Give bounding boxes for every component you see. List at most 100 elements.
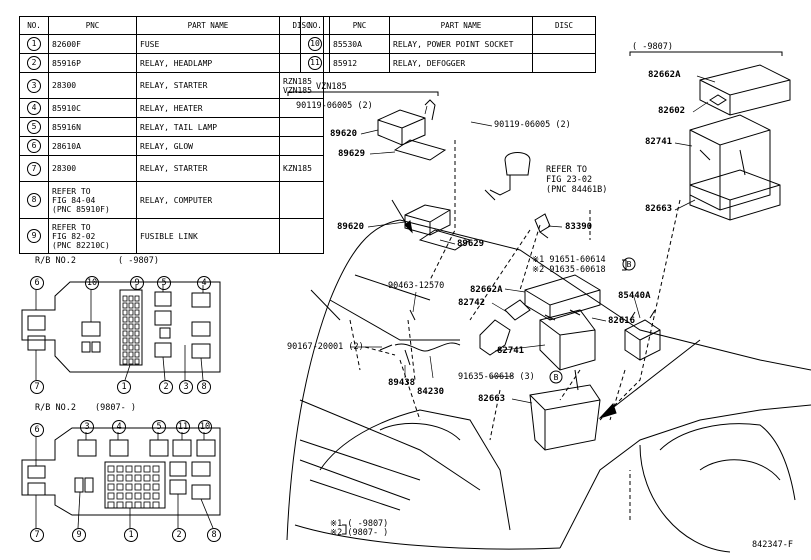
part-label: 89620 [330, 129, 358, 139]
cell-pnc-text: 85530A [333, 39, 362, 49]
fuse-slot [125, 492, 133, 500]
item-number: 6 [27, 139, 41, 153]
fuse-slot [134, 344, 140, 351]
rb2-callout: 6 [30, 423, 44, 437]
cell-pnc: 28300 [48, 155, 137, 182]
rb1-callout: 2 [159, 380, 173, 394]
callout-b: B [627, 260, 632, 269]
refer-fig-note: REFER TO FIG 23-02 (PNC 84461B) [546, 165, 608, 195]
rb2-callout: 4 [112, 420, 126, 434]
fuse-slot [122, 316, 128, 323]
table-row: 11 85912 RELAY, DEFOGGER [300, 53, 596, 73]
part-label: 90167-20001 (2) [287, 342, 364, 352]
fuse-slot [143, 465, 151, 473]
item-number: 11 [308, 56, 322, 70]
vzn185-bracket [287, 91, 439, 96]
fuse-slot [122, 344, 128, 351]
cell-part-name-text: RELAY, TAIL LAMP [140, 122, 218, 132]
part-label: 82663 [478, 394, 506, 404]
item-number: 5 [27, 120, 41, 134]
part-label: 82662A [648, 70, 681, 80]
wire-harness [379, 309, 461, 366]
cell-part-name-text: RELAY, STARTER [140, 81, 208, 90]
fuse-slot [116, 501, 124, 509]
rb2-callout: 2 [172, 528, 186, 542]
part-label: 89438 [388, 378, 416, 388]
bracket-82663-lower [529, 384, 601, 451]
callout-b: B [554, 373, 559, 382]
fuse-slot [116, 465, 124, 473]
rb1-callout: 1 [117, 380, 131, 394]
fuse-slot [107, 474, 115, 482]
fuse-slot [122, 295, 128, 302]
fuse-slot [152, 465, 160, 473]
cell-pnc-text: 85916P [52, 58, 81, 68]
part-label: 84230 [417, 387, 445, 397]
fuse-slot [128, 295, 134, 302]
rb2-title: R/B NO.2 [35, 403, 76, 413]
cell-part-name: RELAY, DEFOGGER [389, 53, 533, 73]
rb2-callout: 1 [124, 528, 138, 542]
fuse-slot [122, 309, 128, 316]
cell-disc [532, 53, 596, 73]
fuse-slot [134, 309, 140, 316]
rb1-callout: 6 [30, 276, 44, 290]
fuse-slot [122, 358, 128, 365]
rb1-callout: 8 [197, 380, 211, 394]
cell-no: 11 [300, 53, 330, 73]
cell-no: 8 [19, 181, 49, 219]
fuse-slot [134, 492, 142, 500]
rb1-callout: 10 [85, 276, 99, 290]
relay-box-2 [21, 427, 221, 516]
cell-pnc-text: 85910C [52, 103, 81, 113]
fuse-slot [143, 492, 151, 500]
fuse-slot [128, 316, 134, 323]
relay-block-top [689, 64, 791, 221]
cell-disc: RZN185 VZN185 [279, 72, 324, 99]
fuse-slot [125, 465, 133, 473]
fuse-slot [134, 483, 142, 491]
part-label: 82741 [645, 137, 673, 147]
cell-no: 3 [19, 72, 49, 99]
cell-part-name-text: RELAY, POWER POINT SOCKET [393, 39, 514, 49]
item-number: 1 [27, 37, 41, 51]
legend-star-1: ※1 ( -9807) [330, 519, 389, 529]
arrow-head [598, 403, 617, 420]
rb1-callout: 7 [30, 380, 44, 394]
cell-pnc-text: 28610A [52, 141, 81, 151]
rb1-callout: 5 [157, 276, 171, 290]
ref-star-1: ※1 91651-60614 [532, 255, 606, 265]
label-period-top: ( -9807) [632, 42, 673, 52]
fuse-slot [152, 474, 160, 482]
ref-bracket [622, 259, 627, 271]
fuse-slot [143, 501, 151, 509]
fuse-slot [134, 302, 140, 309]
fuse-slot [134, 330, 140, 337]
table-header-row: NO. PNC PART NAME DISC [300, 16, 596, 35]
fuse-slot [128, 358, 134, 365]
fuse-slot [122, 337, 128, 344]
fuse-slot [125, 474, 133, 482]
rb2-callout: 5 [152, 420, 166, 434]
part-label: 90463-12570 [388, 281, 445, 291]
item-number: 2 [27, 56, 41, 70]
cell-disc-text: RZN185 VZN185 [283, 76, 312, 95]
cell-part-name: FUSIBLE LINK [136, 218, 280, 254]
part-label: 82662A [470, 285, 503, 295]
cell-pnc-text: 85912 [333, 58, 358, 68]
cell-disc: KZN185 [279, 155, 324, 182]
item-number: 4 [27, 101, 41, 115]
part-label: 82602 [658, 106, 686, 116]
cell-part-name: RELAY, POWER POINT SOCKET [389, 34, 533, 54]
ref-star-2: ※2 91635-60618 [532, 265, 606, 275]
fuse-slot [122, 323, 128, 330]
fuse-slot [134, 358, 140, 365]
cell-pnc-text: 85916N [52, 122, 81, 132]
item-number: 9 [27, 229, 41, 243]
item-number: 3 [27, 78, 41, 93]
rb2-callout: 11 [176, 420, 190, 434]
fuse-slot [122, 330, 128, 337]
